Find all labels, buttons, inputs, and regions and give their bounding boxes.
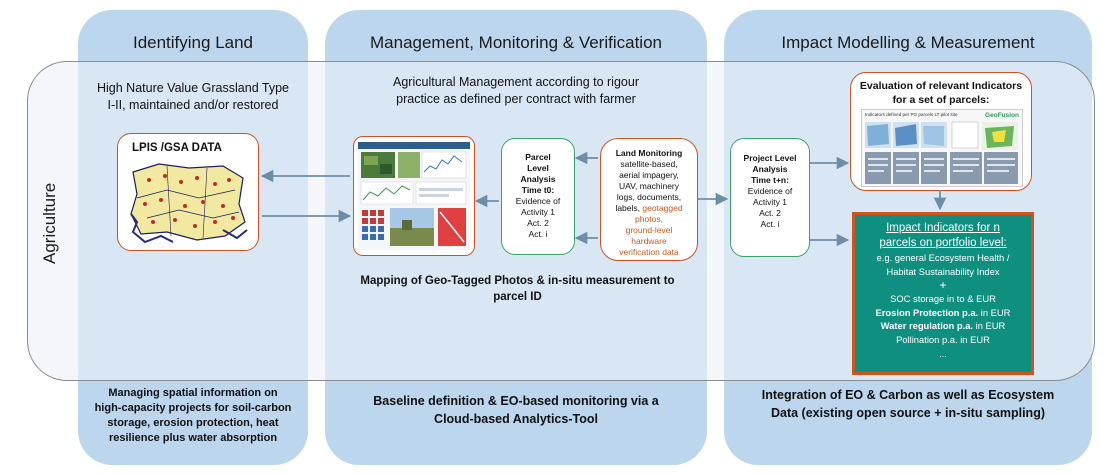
project-level-box: Project Level Analysis Time t+n: Evidenc… bbox=[730, 138, 810, 257]
impact-heading-line1: Impact Indicators for n bbox=[886, 222, 1000, 234]
dashboard-screenshot-image bbox=[358, 142, 470, 250]
bottom-caption-left: Managing spatial information on high-cap… bbox=[80, 386, 306, 445]
impact-plus: + bbox=[939, 277, 947, 292]
impact-soc: SOC storage in to & EUR bbox=[890, 292, 996, 304]
land-monitoring-line9: verification data bbox=[619, 247, 679, 258]
project-body-line3: Act. 2 bbox=[759, 208, 781, 219]
project-body-line2: Activity 1 bbox=[752, 197, 787, 208]
impact-indicators-box: Impact Indicators for n parcels on portf… bbox=[852, 212, 1034, 375]
mapping-caption: Mapping of Geo-Tagged Photos & in-situ m… bbox=[345, 274, 690, 305]
mapping-caption-line2: parcel ID bbox=[493, 290, 542, 303]
project-body-line1: Evidence of bbox=[747, 186, 793, 197]
parcel-title: Parcel Level Analysis Time t0: bbox=[502, 152, 574, 196]
land-monitoring-line1: satellite-based, bbox=[620, 159, 678, 170]
identify-caption-line2: I-II, maintained and/or restored bbox=[107, 97, 279, 112]
parcel-body-line2: Activity 1 bbox=[520, 207, 555, 218]
bottom-left-line3: storage, erosion protection, heat bbox=[107, 416, 279, 429]
impact-heading-line2: parcels on portfolio level: bbox=[879, 236, 1007, 249]
lpis-title: LPIS /GSA DATA bbox=[132, 142, 222, 154]
column-title-impact: Impact Modelling & Measurement bbox=[781, 33, 1035, 52]
bottom-left-line4: resilience plus water absorption bbox=[108, 431, 278, 444]
land-monitoring-line8: hardware bbox=[631, 236, 667, 247]
evaluation-panel: Indicators defined per PG parcels LT pil… bbox=[861, 109, 1023, 187]
impact-erosion: Erosion Protection p.a. in EUR bbox=[855, 306, 1031, 320]
bottom-left-line1: Managing spatial information on bbox=[108, 387, 278, 399]
project-body: Evidence of Activity 1 Act. 2 Act. i bbox=[731, 186, 809, 230]
land-monitoring-line2: aerial impagery, bbox=[619, 170, 679, 181]
land-monitoring-labels: labels, bbox=[615, 203, 643, 214]
column-title-identifying-land: Identifying Land bbox=[132, 33, 254, 52]
project-title-line3: Time t+n: bbox=[751, 175, 789, 186]
parcel-body-line4: Act. i bbox=[528, 229, 548, 240]
evaluation-title-line1: Evaluation of relevant Indicators bbox=[859, 80, 1023, 92]
impact-water: Water regulation p.a. in EUR bbox=[855, 319, 1031, 333]
parcel-level-box: Parcel Level Analysis Time t0: Evidence … bbox=[501, 138, 575, 255]
bottom-middle-line2: Cloud-based Analytics-Tool bbox=[434, 412, 598, 427]
project-title-line1: Project Level bbox=[743, 153, 797, 163]
lpis-map-image bbox=[130, 163, 248, 244]
lpis-box: LPIS /GSA DATA bbox=[117, 133, 259, 251]
evaluation-maps-image bbox=[865, 121, 1018, 184]
bottom-left-line2: high-capacity projects for soil-carbon bbox=[94, 401, 292, 414]
parcel-title-line1: Parcel bbox=[525, 152, 551, 162]
parcel-body-line3: Act. 2 bbox=[527, 218, 549, 229]
land-monitoring-line7: ground-level bbox=[625, 225, 673, 236]
identify-caption-line1: High Nature Value Grassland Type bbox=[96, 81, 289, 95]
land-monitoring-line4: logs, documents, bbox=[616, 192, 682, 203]
impact-ellipsis: ... bbox=[939, 347, 947, 359]
bottom-right-line2: Data (existing open source + in-situ sam… bbox=[770, 406, 1045, 421]
bottom-caption-middle: Baseline definition & EO-based monitorin… bbox=[330, 392, 702, 428]
management-caption: Agricultural Management according to rig… bbox=[340, 74, 692, 108]
impact-erosion-bold: Erosion Protection p.a. bbox=[875, 306, 979, 318]
land-monitoring-line3: UAV, machinery bbox=[619, 181, 679, 192]
impact-eg-line2: Habitat Sustainability Index bbox=[886, 265, 1000, 277]
impact-heading: Impact Indicators for n parcels on portf… bbox=[855, 221, 1031, 251]
evaluation-title: Evaluation of relevant Indicators for a … bbox=[851, 80, 1031, 107]
impact-water-bold: Water regulation p.a. bbox=[880, 320, 974, 332]
bottom-right-line1: Integration of EO & Carbon as well as Ec… bbox=[761, 388, 1055, 402]
impact-pollination: Pollination p.a. in EUR bbox=[896, 334, 990, 346]
identify-caption: High Nature Value Grassland Type I-II, m… bbox=[80, 80, 306, 114]
project-title: Project Level Analysis Time t+n: bbox=[731, 153, 809, 186]
land-monitoring-geotagged: geotagged bbox=[642, 203, 683, 214]
evaluation-box: Evaluation of relevant Indicators for a … bbox=[850, 72, 1032, 191]
project-title-line2: Analysis bbox=[752, 164, 788, 175]
mapping-caption-line1: Mapping of Geo-Tagged Photos & in-situ m… bbox=[360, 275, 675, 287]
parcel-body: Evidence of Activity 1 Act. 2 Act. i bbox=[502, 196, 574, 240]
land-monitoring-box: Land Monitoring satellite-based, aerial … bbox=[600, 138, 698, 261]
impact-eg-line1: e.g. general Ecosystem Health / bbox=[876, 251, 1010, 263]
evaluation-inner-caption: Indicators defined per PG parcels LT pil… bbox=[865, 112, 958, 117]
impact-erosion-rest: in EUR bbox=[978, 306, 1011, 318]
parcel-title-line3: Analysis bbox=[520, 174, 556, 185]
bottom-caption-right: Integration of EO & Carbon as well as Ec… bbox=[728, 386, 1088, 422]
parcel-title-line2: Level bbox=[527, 163, 549, 174]
parcel-body-line1: Evidence of bbox=[515, 196, 561, 207]
parcel-title-line4: Time t0: bbox=[521, 185, 555, 196]
evaluation-title-line2: for a set of parcels: bbox=[892, 93, 990, 106]
project-body-line4: Act. i bbox=[760, 219, 780, 230]
impact-water-rest: in EUR bbox=[973, 320, 1006, 332]
geofusion-logo: GeoFusion bbox=[985, 112, 1019, 119]
land-monitoring-title: Land Monitoring bbox=[615, 148, 683, 158]
land-monitoring-line5: labels, geotagged bbox=[601, 203, 697, 214]
land-monitoring-line6: photos, bbox=[635, 214, 663, 225]
management-caption-line1: Agricultural Management according to rig… bbox=[393, 75, 639, 89]
dashboard-screenshot-box bbox=[353, 136, 475, 256]
bottom-middle-line1: Baseline definition & EO-based monitorin… bbox=[373, 394, 659, 408]
column-title-management: Management, Monitoring & Verification bbox=[370, 33, 662, 52]
management-caption-line2: practice as defined per contract with fa… bbox=[396, 91, 636, 106]
